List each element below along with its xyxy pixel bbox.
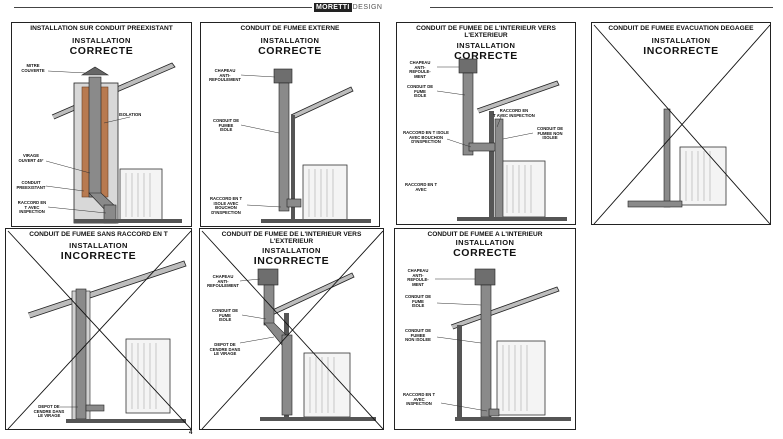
label-conduit-non-isolee: CONDUIT DE FUMEE NON ISOLEE xyxy=(536,126,564,141)
header-rule-left xyxy=(14,7,312,8)
t-connector-pipe xyxy=(286,198,302,208)
floor-slab xyxy=(260,417,376,421)
stove-icon xyxy=(302,164,348,222)
verdict-correct: INSTALLATION CORRECTE xyxy=(454,41,518,62)
roof-icon xyxy=(476,80,560,114)
stove-icon xyxy=(125,338,171,414)
installation-diagram-1 xyxy=(45,62,182,224)
label-conduit-preexistant: CONDUIT PREEXISTANT xyxy=(16,180,46,190)
label-raccord-cutoff: RACCORD EN T AVEC xyxy=(404,182,438,192)
chimney-cap-icon xyxy=(474,268,496,286)
floor-slab xyxy=(66,419,186,423)
stove-icon xyxy=(679,146,727,206)
installation-diagram-2 xyxy=(240,68,371,223)
diagram-panel-7: CONDUIT DE FUMEE A L'INTERIEUR INSTALLAT… xyxy=(394,228,576,430)
stove-icon xyxy=(500,160,546,218)
verdict-correct: INSTALLATION CORRECTE xyxy=(258,36,322,57)
label-chapeau: CHAPEAU ANTI- REFOULEMENT xyxy=(209,68,241,83)
installation-diagram-3 xyxy=(436,58,567,221)
brand-logo: MORETTI DESIGN xyxy=(314,3,434,12)
roof-icon xyxy=(450,286,560,330)
brand-name-bold: MORETTI xyxy=(314,3,352,12)
installation-diagram-5 xyxy=(7,230,191,429)
diagram-panel-6: CONDUIT DE FUMEE DE L'INTERIEUR VERS L'E… xyxy=(199,228,384,430)
chimney-cap-icon xyxy=(273,68,293,84)
label-depot-cendre: DEPOT DE CENDRE DANS LE VIRAGE xyxy=(33,404,65,419)
label-raccord-inspection: RACCORD EN T AVEC INSPECTION xyxy=(493,108,535,118)
installation-diagram-4 xyxy=(593,24,770,224)
verdict-incorrect: INSTALLATION INCORRECTE xyxy=(253,246,330,267)
house-wall xyxy=(291,115,295,223)
chimney-pipe-icon xyxy=(462,72,474,156)
panel-title: CONDUIT DE FUMEE DE L'INTERIEUR VERS L'E… xyxy=(416,25,556,39)
label-conduit-isole: CONDUIT DE FUME ISOLE xyxy=(406,84,434,99)
installation-diagram-6 xyxy=(201,230,383,429)
floor-slab xyxy=(74,219,182,223)
label-mitre: MITRE COUVERTE xyxy=(21,63,45,73)
verdict-correct: INSTALLATION CORRECTE xyxy=(453,238,517,259)
label-conduit-non-isolee: CONDUIT DE FUMEE NON ISOLEE xyxy=(404,328,432,343)
panel-title: CONDUIT DE FUMEE SANS RACCORD EN T xyxy=(29,231,168,238)
installation-diagram-7 xyxy=(435,268,571,421)
chimney-pipe-icon xyxy=(278,82,290,212)
t-connector-pipe xyxy=(494,118,504,220)
label-conduit-isole: CONDUIT DE FUMEE ISOLE xyxy=(212,118,240,133)
diagram-panel-1: INSTALLATION SUR CONDUIT PREEXISTANT INS… xyxy=(11,22,192,227)
diagram-panel-3: CONDUIT DE FUMEE DE L'INTERIEUR VERS L'E… xyxy=(396,22,576,225)
roof-icon xyxy=(27,260,187,319)
floor-slab xyxy=(457,217,567,221)
label-depot-cendre: DEPOT DE CENDRE DANS LE VIRAGE xyxy=(209,342,241,357)
roof-icon xyxy=(265,272,355,318)
label-raccord-isole: RACCORD EN T ISOLE AVEC BOUCHON D'INSPEC… xyxy=(403,130,449,145)
floor-slab xyxy=(455,417,571,421)
label-virage: VIRAGE OUVERT 45° xyxy=(18,153,44,163)
verdict-correct: INSTALLATION CORRECTE xyxy=(69,36,134,57)
chimney-pipe-icon xyxy=(480,284,492,418)
verdict-incorrect: INSTALLATION INCORRECTE xyxy=(60,241,137,262)
label-chapeau: CHAPEAU ANTI- REFOULEMENT xyxy=(207,274,239,289)
stove-icon xyxy=(119,168,163,222)
floor-slab xyxy=(261,219,371,223)
panel-title: CONDUIT DE FUMEE EXTERNE xyxy=(240,25,340,32)
interior-pipe xyxy=(281,334,293,416)
house-wall xyxy=(457,325,462,421)
house-wall xyxy=(489,111,494,221)
panel-title: CONDUIT DE FUMEE DE L'INTERIEUR VERS L'E… xyxy=(221,231,362,245)
horizontal-pipe xyxy=(627,200,683,208)
horizontal-pipe xyxy=(468,142,500,152)
chimney-pipe-icon xyxy=(663,108,671,208)
t-connector-pipe xyxy=(488,408,500,417)
chimney-cap-icon xyxy=(257,268,279,286)
label-raccord-isole: RACCORD EN T ISOLE AVEC BOUCHON D'INSPEC… xyxy=(209,196,243,215)
panel-title: INSTALLATION SUR CONDUIT PREEXISTANT xyxy=(30,25,173,32)
panel-title: CONDUIT DE FUMEE A L'INTERIEUR xyxy=(427,231,543,238)
roof-icon xyxy=(290,86,354,120)
label-raccord-inspection: RACCORD EN T AVEC INSPECTION xyxy=(17,200,47,215)
diagram-panel-2: CONDUIT DE FUMEE EXTERNE INSTALLATION CO… xyxy=(200,22,380,227)
chimney-pipe-icon xyxy=(88,76,102,198)
diagram-panel-5: CONDUIT DE FUMEE SANS RACCORD EN T INSTA… xyxy=(5,228,192,430)
panel-title: CONDUIT DE FUMEE EVACUATION DEGAGEE xyxy=(608,25,754,32)
page-number: 4 xyxy=(189,430,193,436)
header-rule-right xyxy=(430,7,773,8)
diagram-panel-4: CONDUIT DE FUMEE EVACUATION DEGAGEE INST… xyxy=(591,22,771,225)
chimney-cap-icon xyxy=(80,66,110,76)
label-chapeau: CHAPEAU ANTI- REFOULE- MENT xyxy=(407,268,429,287)
label-isolation: ISOLATION xyxy=(118,112,142,117)
horizontal-pipe xyxy=(85,404,105,412)
verdict-incorrect: INSTALLATION INCORRECTE xyxy=(643,36,719,57)
label-chapeau: CHAPEAU ANTI- REFOULE- MENT xyxy=(409,60,431,79)
label-conduit-isole: CONDUIT DE FUME ISOLE xyxy=(211,308,239,323)
label-raccord-inspection: RACCORD EN T AVEC INSPECTION xyxy=(402,392,436,407)
brand-name-light: DESIGN xyxy=(352,4,383,11)
label-conduit-isole: CONDUIT DE FUME ISOLE xyxy=(404,294,432,309)
